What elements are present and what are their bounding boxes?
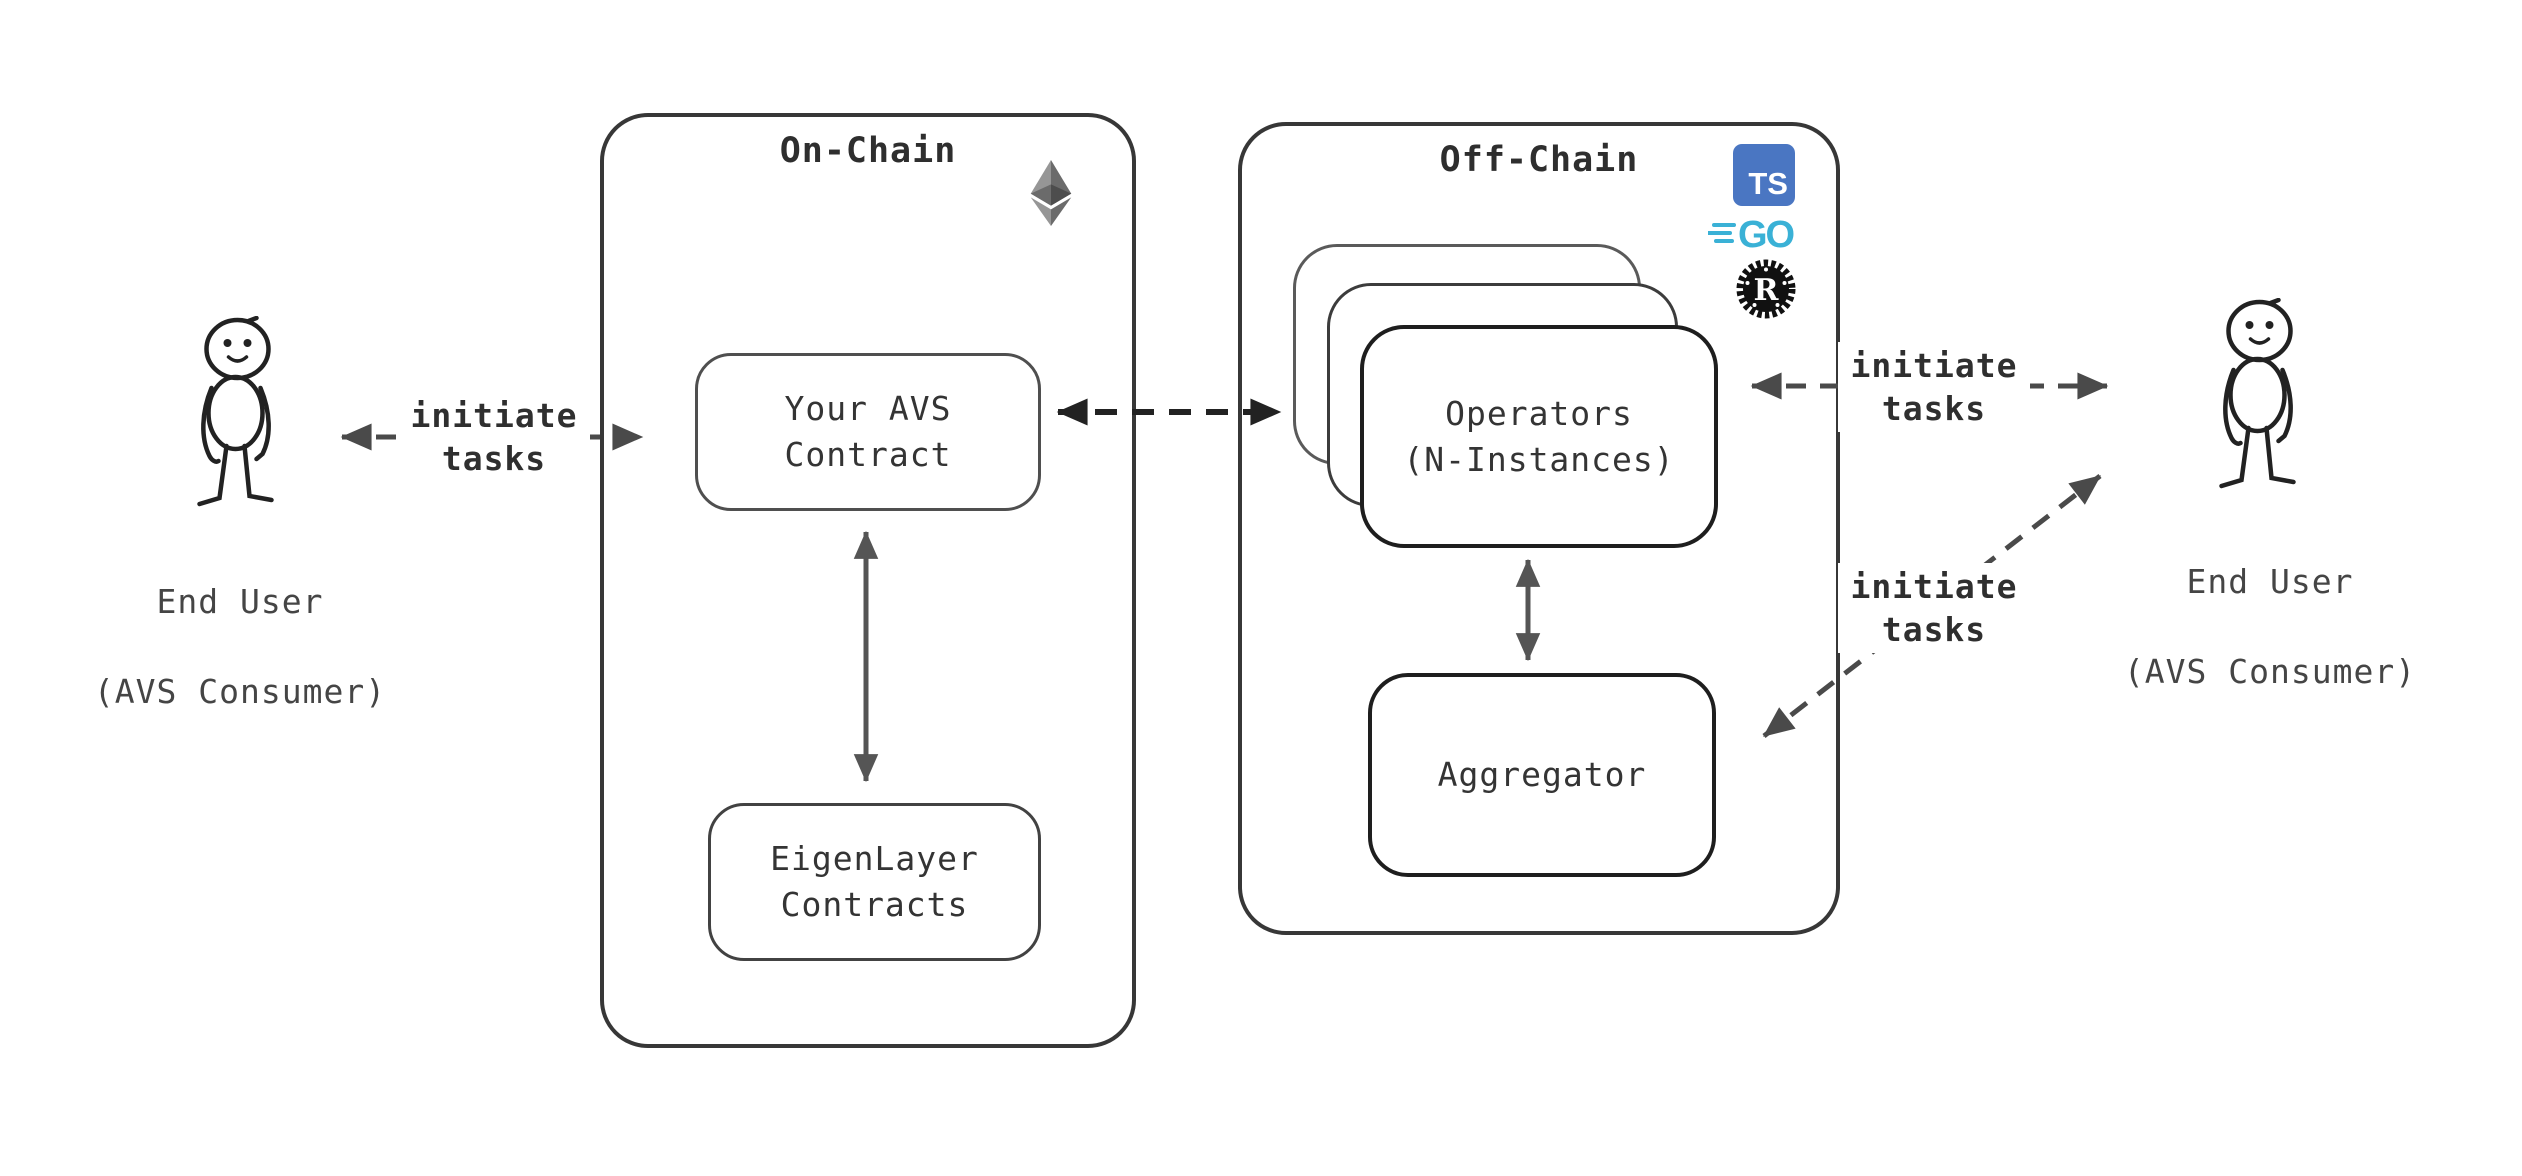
offchain-title: Off-Chain [1439, 140, 1639, 180]
aggregator-box: Aggregator [1368, 673, 1716, 877]
aggregator-label: Aggregator [1437, 755, 1647, 794]
end-user-right-qualifier: (AVS Consumer) [2123, 652, 2417, 691]
rust-icon: R [1736, 259, 1796, 319]
eigenlayer-contracts-box: EigenLayer Contracts [708, 803, 1041, 961]
operators-label: Operators (N-Instances) [1403, 393, 1675, 479]
end-user-left-figure [197, 316, 274, 507]
end-user-left-qualifier: (AVS Consumer) [93, 672, 387, 711]
go-icon-letters: GO [1738, 214, 1794, 255]
end-user-left-label: End User (AVS Consumer) [90, 534, 390, 714]
rust-icon-letter: R [1754, 273, 1780, 308]
initiate-tasks-label-right-top: initiate tasks [1838, 342, 2030, 432]
go-icon: GO [1708, 214, 1796, 255]
ethereum-icon [1030, 160, 1072, 226]
end-user-right-name: End User [2186, 562, 2354, 601]
end-user-left-name: End User [156, 582, 324, 621]
avs-contract-box: Your AVS Contract [695, 353, 1041, 511]
end-user-right-figure [2219, 298, 2296, 489]
onchain-title: On-Chain [779, 131, 957, 171]
end-user-right-label: End User (AVS Consumer) [2120, 514, 2420, 694]
eigenlayer-contracts-label: EigenLayer Contracts [770, 839, 979, 924]
typescript-icon: TS [1733, 144, 1795, 206]
typescript-icon-letters: TS [1748, 166, 1788, 201]
avs-contract-label: Your AVS Contract [784, 389, 952, 474]
initiate-tasks-label-right-diagonal: initiate tasks [1838, 563, 2030, 653]
initiate-tasks-label-left: initiate tasks [398, 392, 590, 482]
operators-box-front: Operators (N-Instances) [1360, 325, 1718, 548]
